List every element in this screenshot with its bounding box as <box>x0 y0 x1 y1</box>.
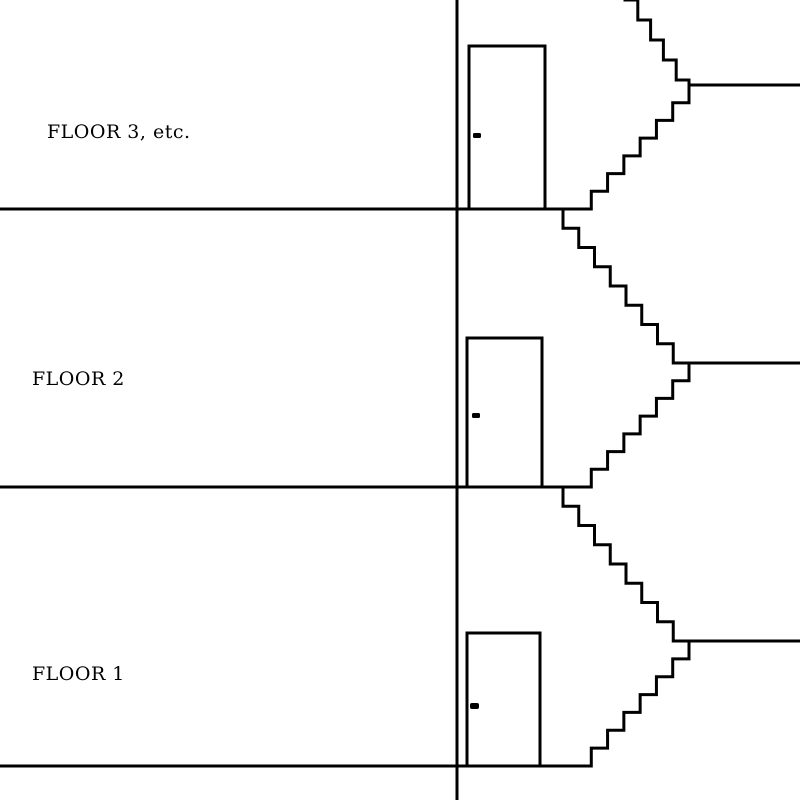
doorknob-icon <box>472 413 480 418</box>
floor-1-door <box>465 631 542 768</box>
floor-1-label: FLOOR 1 <box>32 663 125 685</box>
door-frame <box>465 336 544 489</box>
doorknob-icon <box>470 703 479 709</box>
floor-3-label: FLOOR 3, etc. <box>47 121 191 143</box>
doorknob-icon <box>473 133 481 138</box>
stair-flight-ascending <box>563 83 691 211</box>
stair-flight-descending <box>623 0 691 102</box>
floor-2-label: FLOOR 2 <box>32 368 125 390</box>
door-frame <box>467 44 547 211</box>
floor-3-door <box>467 44 547 211</box>
stair-flights <box>561 0 691 768</box>
door-frame <box>465 631 542 768</box>
stair-flight-descending <box>561 485 691 643</box>
floor-2-door <box>465 336 544 489</box>
stair-flight-ascending <box>573 639 691 768</box>
stair-flight-ascending <box>563 361 691 489</box>
stair-flight-descending <box>561 207 691 365</box>
